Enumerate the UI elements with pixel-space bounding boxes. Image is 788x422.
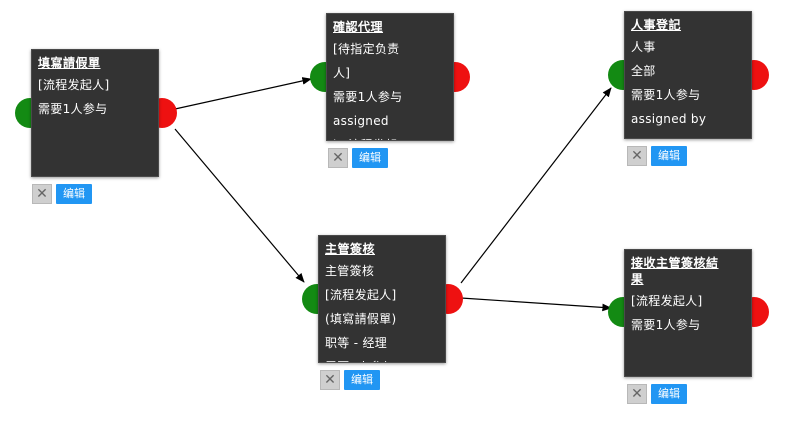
edge-leave-to-manager[interactable] [174,128,305,283]
edge-manager-to-receive[interactable] [460,297,612,312]
edit-button[interactable]: 编辑 [56,184,92,204]
edit-button[interactable]: 编辑 [651,146,687,166]
node-detail: 主管簽核 [325,264,375,278]
node-title: 填寫請假單 [38,56,101,70]
node-detail: assigned [333,114,389,128]
node-receive-result[interactable]: 接收主管簽核結果 [流程发起人] 需要1人参与 [624,249,752,377]
delete-button[interactable]: ✕ [627,146,647,166]
node-title: 人事登記 [631,18,682,32]
node-confirm-agent[interactable]: 確認代理 [待指定负责 人] 需要1人参与 assigned by流程发起 [326,13,454,141]
edit-button[interactable]: 编辑 [352,148,388,168]
node-hr-register[interactable]: 人事登記 人事 全部 需要1人参与 assigned by [624,11,752,139]
node-detail: [待指定负责 [333,42,400,56]
node-manager-sign[interactable]: 主管簽核 主管簽核 [流程发起人] (填寫請假單) 职等 - 经理 需要1人参与 [318,235,446,363]
edge-leave-to-confirm[interactable] [174,77,312,110]
node-detail: [流程发起人] [325,288,397,302]
node-detail: 全部 [631,64,656,78]
delete-button[interactable]: ✕ [328,148,348,168]
node-detail: assigned by [631,112,707,126]
edit-button[interactable]: 编辑 [651,384,687,404]
node-title: 主管簽核 [325,242,376,256]
node-detail: (填寫請假單) [325,312,397,326]
node-detail: 需要1人参与 [631,318,701,332]
node-detail: [流程发起人] [38,78,110,92]
delete-button[interactable]: ✕ [627,384,647,404]
node-title: 確認代理 [333,20,384,34]
node-detail: 需要1人参与 [333,90,403,104]
node-detail: 职等 - 经理 [325,336,388,350]
node-title: 接收主管簽核結果 [631,256,719,286]
delete-button[interactable]: ✕ [320,370,340,390]
node-detail: 人] [333,66,351,80]
node-leave-form[interactable]: 填寫請假單 [流程发起人] 需要1人参与 [31,49,159,177]
node-detail: 需要1人参与 [38,102,108,116]
node-detail: [流程发起人] [631,294,703,308]
node-detail: by流程发起 [333,133,447,140]
delete-button[interactable]: ✕ [32,184,52,204]
node-detail: 需要1人参与 [325,355,439,362]
node-detail: 人事 [631,40,656,54]
edge-manager-to-hr[interactable] [460,87,612,284]
edit-button[interactable]: 编辑 [344,370,380,390]
node-detail: 需要1人参与 [631,88,701,102]
